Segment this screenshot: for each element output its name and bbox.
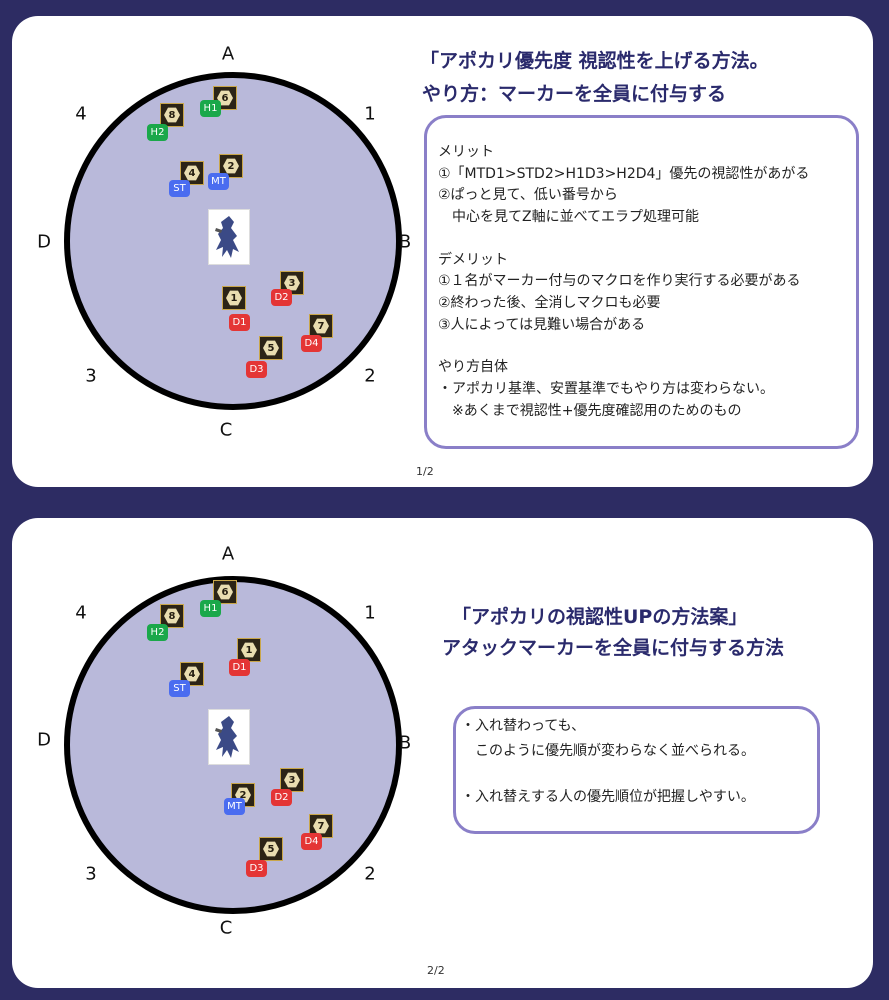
box-line: デメリット bbox=[438, 252, 508, 268]
role-d1: D1 bbox=[229, 314, 250, 331]
marker-1-icon: 1 bbox=[237, 638, 261, 662]
role-d3: D3 bbox=[246, 361, 267, 378]
role-mt: MT bbox=[224, 798, 245, 815]
role-h2: H2 bbox=[147, 124, 168, 141]
waymark-4-label: 4 bbox=[75, 602, 87, 624]
box-line: やり方自体 bbox=[438, 359, 508, 375]
page-number: 2/2 bbox=[427, 964, 445, 977]
waymark-c-label: C bbox=[219, 419, 233, 441]
box-line: 中心を見てZ軸に並べてエラプ処理可能 bbox=[438, 209, 700, 225]
waymark-2-label: 2 bbox=[364, 863, 376, 885]
waymark-3-label: 3 bbox=[85, 863, 97, 885]
waymark-3-label: 3 bbox=[85, 365, 97, 387]
box-line: ・入れ替えする人の優先順位が把握しやすい。 bbox=[461, 789, 755, 805]
waymark-1-label: 1 bbox=[364, 103, 376, 125]
box-line: ②ぱっと見て、低い番号から bbox=[438, 187, 618, 203]
role-h1: H1 bbox=[200, 100, 221, 117]
info-box: メリット ①「MTD1>STD2>H1D3>H2D4」優先の視認性があがる ②ぱ… bbox=[424, 115, 859, 449]
marker-5-icon: 5 bbox=[259, 336, 283, 360]
slide-title-line2: アタックマーカーを全員に付与する方法 bbox=[442, 637, 785, 659]
box-line: ①「MTD1>STD2>H1D3>H2D4」優先の視認性があがる bbox=[438, 166, 810, 182]
waymark-a-label: A bbox=[221, 543, 235, 565]
waymark-a-label: A bbox=[221, 43, 235, 65]
box-line: ①１名がマーカー付与のマクロを作り実行する必要がある bbox=[438, 273, 801, 289]
info-box: ・入れ替わっても、 このように優先順が変わらなく並べられる。 ・入れ替えする人の… bbox=[453, 706, 820, 834]
marker-7-icon: 7 bbox=[309, 314, 333, 338]
marker-8-icon: 8 bbox=[160, 103, 184, 127]
boss-icon bbox=[208, 209, 250, 265]
marker-3-icon: 3 bbox=[280, 768, 304, 792]
waymark-4-label: 4 bbox=[75, 103, 87, 125]
marker-6-icon: 6 bbox=[213, 86, 237, 110]
role-st: ST bbox=[169, 680, 190, 697]
slide-title-line1: 「アポカリの視認性UPの方法案」 bbox=[452, 606, 748, 628]
box-line: メリット bbox=[438, 144, 494, 160]
role-d4: D4 bbox=[301, 833, 322, 850]
box-line: ②終わった後、全消しマクロも必要 bbox=[438, 295, 661, 311]
waymark-b-label: B bbox=[398, 732, 412, 754]
box-line: ・アポカリ基準、安置基準でもやり方は変わらない。 bbox=[438, 381, 774, 397]
slide-title-line1: 「アポカリ優先度 視認性を上げる方法。 bbox=[420, 50, 769, 72]
box-line: ・入れ替わっても、 bbox=[461, 718, 586, 734]
role-h1: H1 bbox=[200, 600, 221, 617]
role-mt: MT bbox=[208, 173, 229, 190]
box-line: ※あくまで視認性+優先度確認用のためのもの bbox=[438, 403, 742, 419]
slide-1: A B C D 1 2 3 4 8 H2 6 H1 4 ST 2 MT 3 D2… bbox=[12, 16, 873, 487]
boss-icon bbox=[208, 709, 250, 765]
waymark-c-label: C bbox=[219, 917, 233, 939]
role-d3: D3 bbox=[246, 860, 267, 877]
box-line: ③人によっては見難い場合がある bbox=[438, 317, 646, 333]
box-line: このように優先順が変わらなく並べられる。 bbox=[461, 743, 755, 759]
slide-2: A B C D 1 2 3 4 8 H2 6 H1 1 D1 4 ST 2 MT… bbox=[12, 518, 873, 988]
marker-5-icon: 5 bbox=[259, 837, 283, 861]
role-d4: D4 bbox=[301, 335, 322, 352]
waymark-b-label: B bbox=[398, 231, 412, 253]
page-number: 1/2 bbox=[416, 465, 434, 478]
role-d2: D2 bbox=[271, 789, 292, 806]
role-h2: H2 bbox=[147, 624, 168, 641]
marker-1-icon: 1 bbox=[222, 286, 246, 310]
role-d1: D1 bbox=[229, 659, 250, 676]
marker-4-icon: 4 bbox=[180, 161, 204, 185]
waymark-1-label: 1 bbox=[364, 602, 376, 624]
role-st: ST bbox=[169, 180, 190, 197]
waymark-d-label: D bbox=[37, 729, 51, 751]
waymark-2-label: 2 bbox=[364, 365, 376, 387]
slide-title-line2: やり方：マーカーを全員に付与する bbox=[422, 83, 727, 105]
role-d2: D2 bbox=[271, 289, 292, 306]
waymark-d-label: D bbox=[37, 231, 51, 253]
